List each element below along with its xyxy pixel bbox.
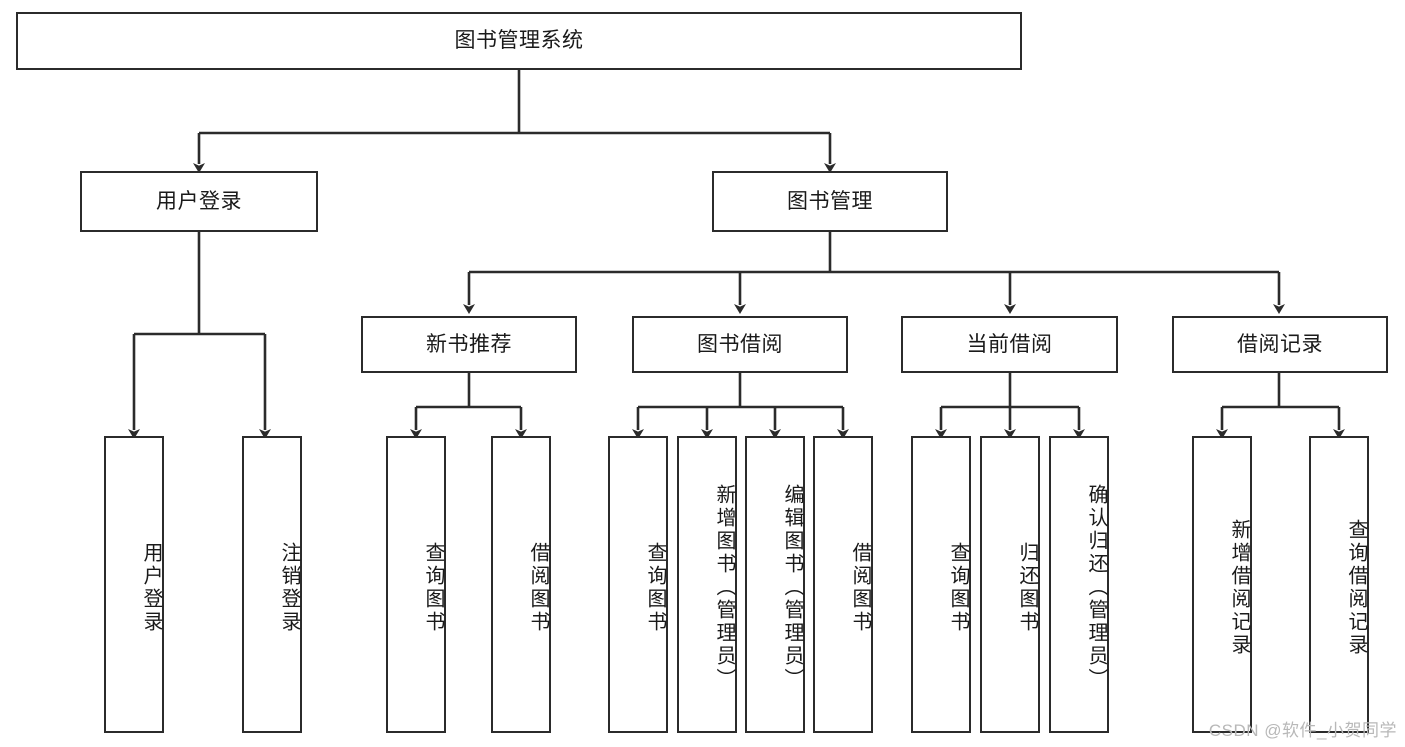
leaf-logout[interactable]: 注销登录	[242, 436, 302, 733]
leaf-borrow-add-book-admin[interactable]: 新增图书（管理员）	[677, 436, 737, 733]
leaf-borrow-query-book-label: 查询图书	[644, 541, 666, 634]
leaf-user-login[interactable]: 用户登录	[104, 436, 164, 733]
leaf-current-return-book-label: 归还图书	[1016, 541, 1038, 634]
leaf-user-login-label: 用户登录	[140, 541, 162, 634]
node-new-book-recommend-label: 新书推荐	[426, 332, 512, 356]
node-book-borrow-label: 图书借阅	[697, 332, 783, 356]
leaf-current-return-book[interactable]: 归还图书	[980, 436, 1040, 733]
leaf-recommend-borrow-book-label: 借阅图书	[527, 541, 549, 634]
leaf-current-query-book[interactable]: 查询图书	[911, 436, 971, 733]
leaf-borrow-edit-book-admin[interactable]: 编辑图书（管理员）	[745, 436, 805, 733]
leaf-borrow-borrow-book[interactable]: 借阅图书	[813, 436, 873, 733]
leaf-record-add-record-label: 新增借阅记录	[1228, 518, 1250, 657]
leaf-borrow-query-book[interactable]: 查询图书	[608, 436, 668, 733]
node-borrow-record-label: 借阅记录	[1237, 332, 1323, 356]
node-borrow-record[interactable]: 借阅记录	[1172, 316, 1388, 373]
node-book-management-label: 图书管理	[787, 189, 873, 213]
node-root-system-label: 图书管理系统	[454, 29, 584, 53]
node-current-borrow[interactable]: 当前借阅	[901, 316, 1118, 373]
node-book-borrow[interactable]: 图书借阅	[632, 316, 848, 373]
leaf-record-query-record-label: 查询借阅记录	[1345, 518, 1367, 657]
node-new-book-recommend[interactable]: 新书推荐	[361, 316, 577, 373]
leaf-borrow-edit-book-admin-label: 编辑图书（管理员）	[781, 484, 803, 691]
leaf-recommend-query-book[interactable]: 查询图书	[386, 436, 446, 733]
node-book-management[interactable]: 图书管理	[712, 171, 948, 232]
leaf-current-confirm-return-admin[interactable]: 确认归还（管理员）	[1049, 436, 1109, 733]
leaf-recommend-borrow-book[interactable]: 借阅图书	[491, 436, 551, 733]
node-current-borrow-label: 当前借阅	[966, 332, 1053, 356]
leaf-logout-label: 注销登录	[278, 541, 300, 634]
node-root-system[interactable]: 图书管理系统	[16, 12, 1022, 70]
node-user-login[interactable]: 用户登录	[80, 171, 318, 232]
leaf-recommend-query-book-label: 查询图书	[422, 541, 444, 634]
leaf-borrow-borrow-book-label: 借阅图书	[849, 541, 871, 634]
node-user-login-label: 用户登录	[156, 189, 242, 213]
leaf-current-confirm-return-admin-label: 确认归还（管理员）	[1085, 484, 1107, 691]
leaf-record-add-record[interactable]: 新增借阅记录	[1192, 436, 1252, 733]
leaf-record-query-record[interactable]: 查询借阅记录	[1309, 436, 1369, 733]
leaf-current-query-book-label: 查询图书	[947, 541, 969, 634]
leaf-borrow-add-book-admin-label: 新增图书（管理员）	[713, 484, 735, 691]
